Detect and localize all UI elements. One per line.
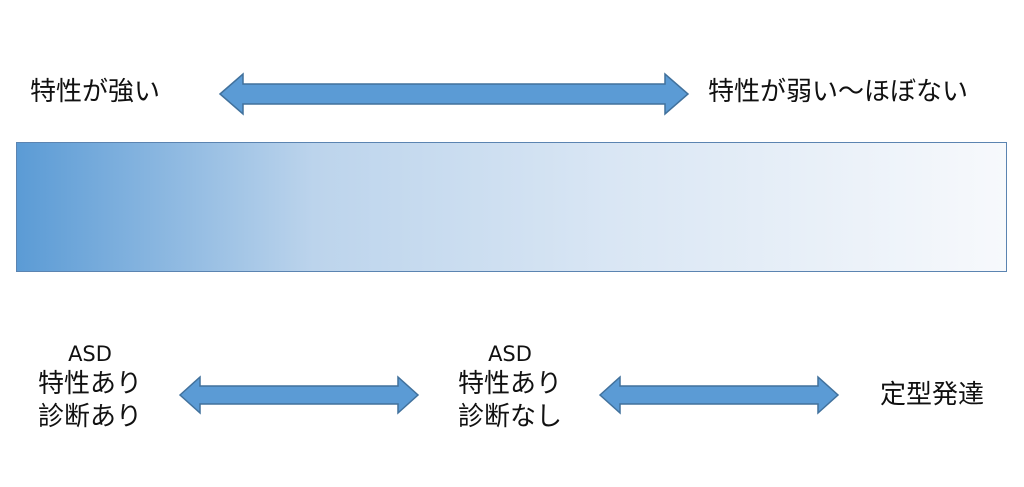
strong-trait-label: 特性が強い: [30, 77, 161, 107]
double-arrow-icon: [598, 375, 840, 415]
undiagnosed-label: 診断なし: [457, 402, 562, 432]
neurotypical-label: 定型発達: [880, 380, 985, 410]
spectrum-gradient-bar: [16, 142, 1007, 272]
double-arrow-shape: [218, 72, 690, 116]
trait-present-label: 特性あり: [457, 369, 562, 399]
asd-undiagnosed-group: ASD 特性あり 診断なし: [450, 340, 570, 434]
double-arrow-shape: [598, 375, 840, 415]
double-arrow-icon: [178, 375, 420, 415]
asd-label: ASD: [488, 342, 532, 366]
double-arrow-shape: [178, 375, 420, 415]
double-arrow-icon: [218, 72, 690, 116]
weak-trait-label: 特性が弱い～ほぼない: [708, 77, 969, 107]
trait-present-label: 特性あり: [37, 369, 142, 399]
diagnosed-label: 診断あり: [37, 402, 142, 432]
asd-diagnosed-group: ASD 特性あり 診断あり: [30, 340, 150, 434]
asd-label: ASD: [68, 342, 112, 366]
